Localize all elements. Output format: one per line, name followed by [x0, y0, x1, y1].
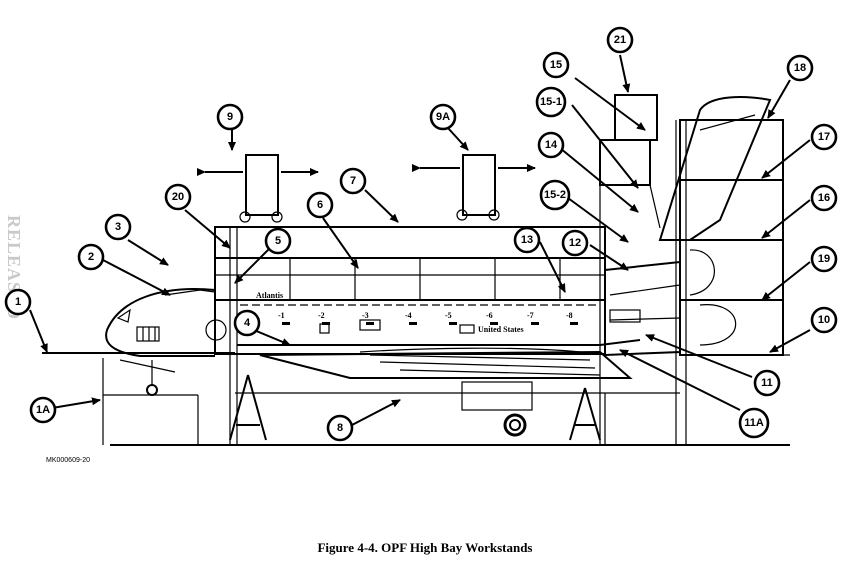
callout-21: 21 — [606, 26, 634, 54]
callout-9a: 9A — [429, 103, 457, 131]
callout-label: 15 — [550, 59, 562, 71]
callout-label: 3 — [115, 221, 121, 233]
level-dash — [409, 322, 417, 325]
level-dash — [570, 322, 578, 325]
level-mark: -4 — [405, 311, 412, 320]
callout-1a: 1A — [29, 396, 57, 424]
center-workstand — [214, 226, 606, 445]
level-marks: -1 -2 -3 -4 -5 -6 -7 -8 — [278, 311, 578, 325]
callout-label: 7 — [350, 175, 356, 187]
callout-3: 3 — [104, 213, 132, 241]
callout-11: 11 — [753, 369, 781, 397]
callout-label: 10 — [818, 314, 830, 326]
callout-label: 8 — [337, 422, 343, 434]
level-mark: -5 — [445, 311, 452, 320]
floor-and-platforms — [42, 352, 790, 446]
callout-2: 2 — [77, 243, 105, 271]
callout-19: 19 — [810, 245, 838, 273]
callout-1: 1 — [4, 288, 32, 316]
drawing-number: MK000609-20 — [46, 457, 90, 464]
callout-14: 14 — [537, 131, 565, 159]
engine-upper — [689, 249, 715, 296]
callout-6: 6 — [306, 191, 334, 219]
level-dash — [366, 322, 374, 325]
vehicle-name: Atlantis — [256, 291, 283, 300]
callout-label: 1 — [15, 296, 21, 308]
vehicle-flag-text: United States — [478, 325, 524, 334]
callout-label: 11 — [761, 377, 773, 389]
callout-18: 18 — [786, 54, 814, 82]
callout-label: 17 — [818, 131, 830, 143]
callout-label: 2 — [88, 251, 94, 263]
callout-4: 4 — [233, 309, 261, 337]
jackstand-right — [569, 387, 601, 441]
callout-label: 20 — [172, 191, 184, 203]
callout-15: 15 — [542, 51, 570, 79]
callout-label: 15-2 — [544, 189, 566, 201]
callout-10: 10 — [810, 306, 838, 334]
main-gear-wheel — [503, 413, 527, 437]
callout-16: 16 — [810, 184, 838, 212]
callout-label: 19 — [818, 253, 830, 265]
level-mark: -8 — [566, 311, 573, 320]
callout-label: 21 — [614, 34, 626, 46]
crane-9 — [197, 154, 319, 223]
callout-13: 13 — [513, 226, 541, 254]
level-dash — [282, 322, 290, 325]
callout-20: 20 — [164, 183, 192, 211]
level-dash — [490, 322, 498, 325]
level-dash — [531, 322, 539, 325]
callout-label: 6 — [317, 199, 323, 211]
callout-7: 7 — [339, 167, 367, 195]
callout-label: 12 — [569, 237, 581, 249]
callout-label: 13 — [521, 234, 533, 246]
callout-8: 8 — [326, 414, 354, 442]
callout-label: 9 — [227, 111, 233, 123]
figure-caption: Figure 4-4. OPF High Bay Workstands — [317, 540, 533, 555]
callout-15-2: 15-2 — [539, 179, 571, 211]
callout-label: 9A — [436, 111, 450, 123]
nose-gear-wheel — [146, 384, 158, 396]
level-mark: -3 — [362, 311, 369, 320]
callout-12: 12 — [561, 229, 589, 257]
callout-label: 16 — [818, 192, 830, 204]
level-mark: -7 — [527, 311, 534, 320]
callout-label: 5 — [275, 235, 281, 247]
orbiter: Atlantis United States -1 -2 -3 -4 -5 -6 -7 -8 — [105, 260, 681, 441]
callout-label: 11A — [744, 417, 764, 429]
level-mark: -6 — [486, 311, 493, 320]
engine-lower — [699, 304, 737, 346]
jackstand-left — [229, 374, 267, 441]
level-dash — [322, 322, 330, 325]
callout-label: 1A — [36, 404, 50, 416]
callout-5: 5 — [264, 227, 292, 255]
callout-17: 17 — [810, 123, 838, 151]
leader-lines — [29, 54, 811, 426]
level-dash — [449, 322, 457, 325]
upper-tower — [599, 94, 661, 229]
callout-15-1: 15-1 — [535, 86, 567, 118]
callout-9: 9 — [216, 103, 244, 131]
callout-label: 14 — [545, 139, 558, 151]
callout-label: 4 — [244, 317, 251, 329]
crane-9a — [412, 154, 536, 221]
callout-label: 18 — [794, 62, 806, 74]
vertical-tail — [658, 96, 772, 241]
level-mark: -1 — [278, 311, 285, 320]
callout-11a: 11A — [738, 407, 770, 439]
level-mark: -2 — [318, 311, 325, 320]
callout-label: 15-1 — [540, 96, 562, 108]
